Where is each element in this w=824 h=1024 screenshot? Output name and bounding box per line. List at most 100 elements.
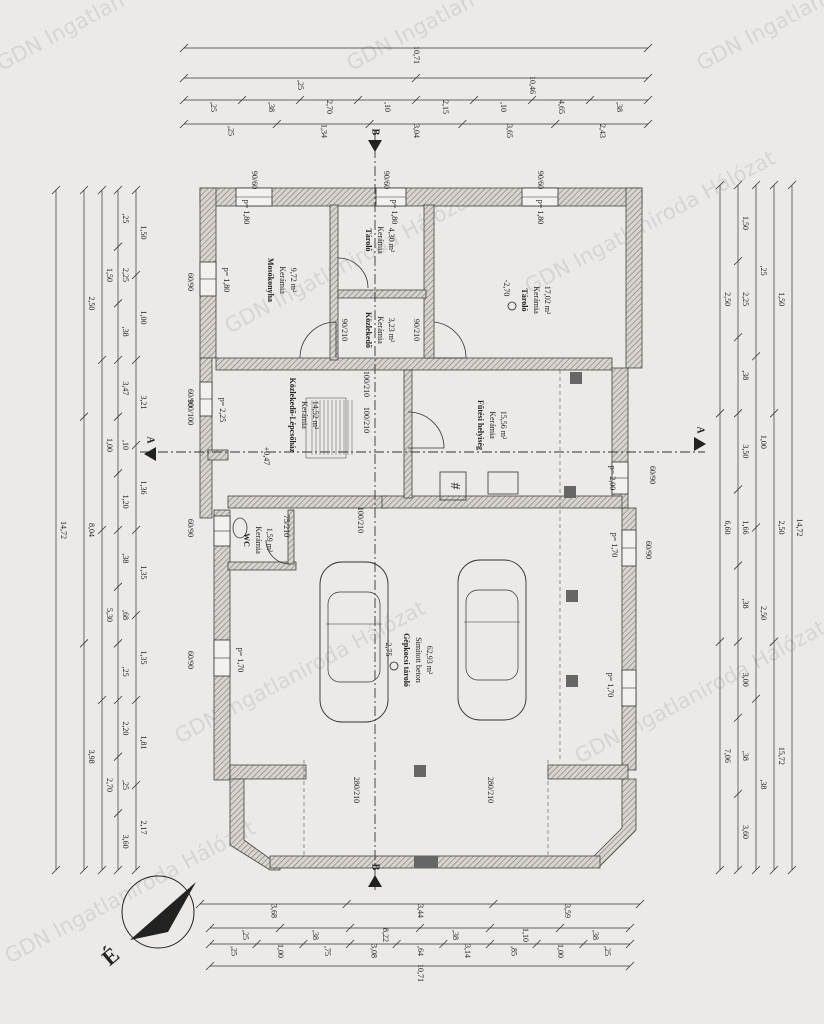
dim-right-3-value: ,38 xyxy=(741,599,750,609)
dim-bottom-2-tick xyxy=(345,939,355,949)
dim-left-2-value: 3,98 xyxy=(87,750,96,764)
dim-bottom-2-value: 1,00 xyxy=(556,944,565,958)
room-name-kozlekedo_small: Közlekedő xyxy=(364,312,373,348)
room-name-mosokonyha: Mosókonyha xyxy=(266,258,275,302)
level-marker xyxy=(507,301,517,311)
dim-bottom-1-tick xyxy=(625,961,635,971)
garage-wall-left-stub xyxy=(229,764,307,780)
car-right xyxy=(457,559,527,721)
dim-bottom-4-value: 3,44 xyxy=(416,904,425,918)
dim-left-4-tick xyxy=(113,469,123,478)
room-name-tarolo_large: Tároló xyxy=(520,289,529,312)
sill-label: p= 1,70 xyxy=(610,533,619,558)
dim-left-5-value: 1,35 xyxy=(139,651,148,665)
dim-left-4-value: 3,60 xyxy=(121,835,130,849)
dim-right-2-tick xyxy=(715,637,725,646)
dim-bottom-4-tick xyxy=(635,899,645,909)
room-floor-wc: Kerámia xyxy=(254,526,263,554)
opening-size: 280/210 xyxy=(352,777,361,803)
dim-top-3-value: 2,70 xyxy=(325,100,334,114)
dim-right-3-tick xyxy=(733,637,743,646)
pillar xyxy=(570,372,582,384)
dim-bottom-3-tick xyxy=(415,923,425,933)
dim-right-3-value: 1,50 xyxy=(741,216,750,230)
dim-right-3-value: 3,00 xyxy=(741,673,750,687)
dim-right-5-tick xyxy=(769,865,779,875)
dim-top-3-value: ,38 xyxy=(615,102,624,112)
dim-left-4-value: ,38 xyxy=(121,553,130,563)
interior-wall-h4 xyxy=(381,495,623,509)
dim-right-4-tick xyxy=(751,180,761,190)
dim-bottom-2-value: 3,08 xyxy=(369,944,378,958)
dim-bottom-4-tick xyxy=(342,899,351,909)
interior-wall-v3 xyxy=(403,369,413,499)
dim-bottom-2-value: ,75 xyxy=(323,946,332,956)
dim-left-2-value: 8,04 xyxy=(87,523,96,537)
garage-wall-right-stub xyxy=(547,764,629,780)
dim-bottom-2-tick xyxy=(579,939,588,949)
dim-bottom-1-value: 10,71 xyxy=(416,964,425,982)
dim-left-5-value: 3,21 xyxy=(139,396,148,410)
dim-bottom-3-tick xyxy=(555,923,565,933)
dim-left-4-tick xyxy=(113,752,123,761)
dim-top-4-value: 2,43 xyxy=(598,124,607,138)
dim-right-3-tick xyxy=(733,409,743,418)
opening-size: 90/210 xyxy=(412,319,421,341)
boiler-box xyxy=(487,471,519,495)
dim-left-2-tick xyxy=(79,185,89,195)
dim-bottom-3-tick xyxy=(205,923,215,933)
dim-left-4-tick xyxy=(113,865,123,875)
room-area-kozlekedo_small: 3,23 m² xyxy=(387,318,396,343)
dim-top-3-value: ,25 xyxy=(209,102,218,112)
dim-right-4-tick xyxy=(751,694,761,704)
bottom-wall-right-angle xyxy=(589,778,637,867)
opening-size: 75/210 xyxy=(282,515,291,537)
dim-top-4-tick xyxy=(179,119,189,129)
interior-wall-stub xyxy=(207,449,229,461)
door-tarolo-small xyxy=(337,257,369,289)
dim-right-4-tick xyxy=(751,351,761,361)
dim-bottom-2-tick xyxy=(439,939,448,949)
dim-top-3-tick xyxy=(179,95,189,105)
door-mosokonyha xyxy=(299,321,337,359)
dim-top-1-tick xyxy=(179,43,189,53)
dim-top-3-value: 4,65 xyxy=(557,100,566,114)
room-floor-tarolo_large: Kerámia xyxy=(532,286,541,314)
dim-left-3-tick xyxy=(97,355,107,365)
dim-top-4-tick xyxy=(272,119,282,129)
pillar xyxy=(564,486,576,498)
interior-wall-v1 xyxy=(329,204,339,361)
dim-left-4-tick xyxy=(113,695,123,705)
interior-wall-wc-v xyxy=(287,509,295,565)
dim-top-3-tick xyxy=(411,95,421,105)
room-area-futesi: 15,56 m² xyxy=(499,411,508,440)
pillar xyxy=(414,765,426,777)
dim-right-1-value: 14,72 xyxy=(795,519,804,537)
pillar xyxy=(566,675,578,687)
sill-label: p= 1,70 xyxy=(236,648,245,673)
room-name-garage: Gépkocsi tároló xyxy=(402,633,411,687)
sill-label: p= 2,00 xyxy=(608,466,617,491)
car-left-cabin xyxy=(327,591,381,683)
dim-left-2-value: 2,50 xyxy=(87,296,96,310)
dim-left-4-value: 2,20 xyxy=(121,721,130,735)
room-floor-garage: Simított beton xyxy=(414,637,423,683)
opening-size: 100/210 xyxy=(362,407,371,433)
opening-size: 90/60 xyxy=(250,171,259,189)
dim-left-5-tick xyxy=(131,270,141,280)
door-futesi xyxy=(407,411,445,449)
dim-right-5-tick xyxy=(769,180,779,190)
room-area-lepcsohaz: 14,52 m² xyxy=(311,401,320,430)
dim-bottom-2-value: ,25 xyxy=(603,946,612,956)
interior-wall-h2 xyxy=(337,289,427,299)
dim-right-4-tick xyxy=(751,865,761,875)
dim-bottom-2-value: 3,14 xyxy=(463,944,472,958)
dim-left-4-value: 2,25 xyxy=(121,268,130,282)
dim-left-4-value: ,25 xyxy=(121,213,130,223)
dim-bottom-3-value: ,38 xyxy=(451,930,460,940)
dim-top-3-tick xyxy=(237,95,247,105)
interior-wall-v2 xyxy=(423,204,435,359)
pillar xyxy=(566,590,578,602)
